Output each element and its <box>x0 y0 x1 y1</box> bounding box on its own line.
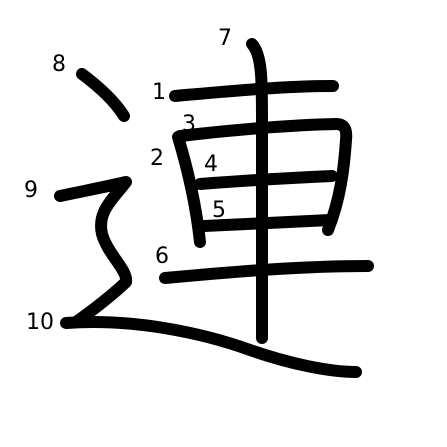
stroke-2 <box>172 131 206 248</box>
stroke-3 <box>174 118 353 236</box>
stroke-number-10: 10 <box>26 310 54 335</box>
stroke-number-5: 5 <box>212 198 226 223</box>
stroke-number-3: 3 <box>182 112 196 137</box>
stroke-number-8: 8 <box>52 52 66 77</box>
stroke-1 <box>169 80 339 102</box>
stroke-7 <box>246 38 268 344</box>
stroke-9 <box>54 176 132 328</box>
stroke-number-1: 1 <box>152 80 166 105</box>
stroke-number-7: 7 <box>218 26 232 51</box>
stroke-number-9: 9 <box>24 178 38 203</box>
stroke-number-4: 4 <box>204 152 218 177</box>
stroke-10 <box>60 315 362 378</box>
stroke-number-2: 2 <box>150 146 164 171</box>
stroke-number-6: 6 <box>155 244 169 269</box>
stroke-8 <box>76 68 130 122</box>
